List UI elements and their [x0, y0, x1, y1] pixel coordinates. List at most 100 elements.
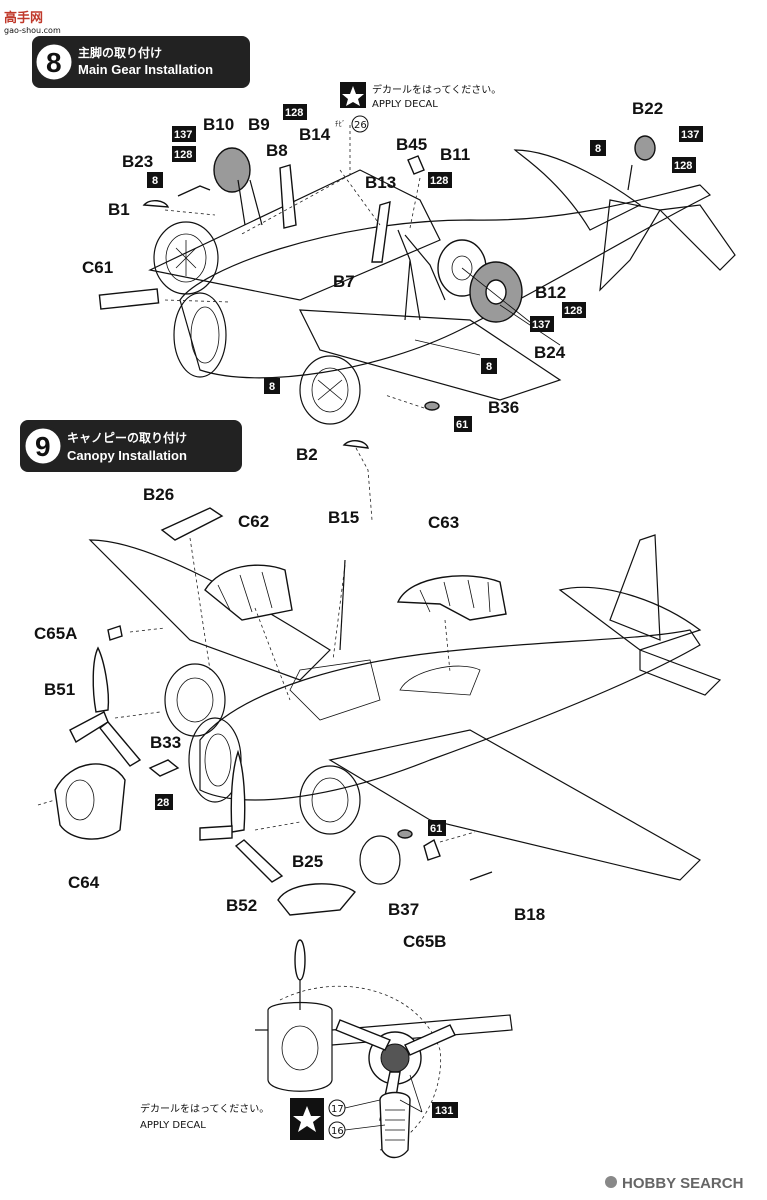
decal-number: 26: [354, 120, 367, 131]
label-c62: C62: [238, 512, 269, 531]
part-b37: [397, 829, 413, 839]
color-box: 61: [430, 823, 442, 835]
step9-banner: 9 キャノピーの取り付け Canopy Installation: [20, 420, 242, 472]
part-b33: [148, 759, 180, 777]
part-c65b: [423, 838, 441, 861]
step9-number-badge: [22, 425, 64, 467]
part-c62: [204, 564, 293, 621]
footer-watermark: HOBBY SEARCH: [605, 1175, 743, 1192]
watermark-logo: 高手网 gao-shou.com: [4, 10, 61, 35]
part-b26: [160, 507, 224, 541]
label-b51: B51: [44, 680, 75, 699]
step9-title-en: Canopy Installation: [67, 448, 187, 463]
part-c61: [98, 288, 160, 310]
color-box: 8: [152, 175, 158, 187]
decal-note-jp: デカールをはってください。: [372, 83, 501, 96]
label-c64: C64: [68, 873, 100, 892]
label-b15: B15: [328, 508, 359, 527]
label-b12: B12: [535, 283, 566, 302]
label-c63: C63: [428, 513, 459, 532]
footer-brand: HOBBY SEARCH: [622, 1175, 743, 1192]
watermark-domain: gao-shou.com: [4, 26, 61, 35]
step8-color-codes: 137 128 8 128 8 128 8 128 137 61 8 137 1…: [147, 104, 703, 432]
step8-number-badge: [33, 41, 75, 83]
step8-decal-marker: 26 ﾁﾋﾞ: [335, 115, 369, 133]
part-b36: [424, 401, 440, 411]
part-b23: [177, 185, 211, 197]
color-box: 8: [486, 361, 492, 373]
propeller-b51: [92, 646, 110, 713]
step9-aircraft-drawing: [37, 507, 722, 916]
part-c65a: [107, 625, 123, 641]
step8-title-jp: 主脚の取り付け: [78, 45, 162, 60]
part-b1: [142, 200, 170, 208]
wheel-b10: [213, 147, 251, 193]
label-b9: B9: [248, 115, 270, 134]
decal-note-jp-2: デカールをはってください。: [140, 1102, 269, 1115]
part-b25: [277, 883, 356, 916]
bottom-decal-note: デカールをはってください。 APPLY DECAL 17 16 131: [140, 1098, 458, 1140]
label-b13: B13: [365, 173, 396, 192]
part-b14: [279, 164, 297, 229]
decal-number-circle: [351, 115, 369, 133]
part-b2: [342, 440, 369, 449]
label-b10: B10: [203, 115, 234, 134]
decal-kana: ﾁﾋﾞ: [335, 120, 346, 128]
part-b15: [339, 559, 346, 651]
detail-view-drawing: [255, 939, 513, 1159]
label-b7: B7: [333, 272, 355, 291]
tail-wheel-b22: [634, 135, 656, 161]
label-b18: B18: [514, 905, 545, 924]
step8-number: 8: [46, 47, 62, 78]
label-c65a: C65A: [34, 624, 77, 643]
color-box: 137: [532, 319, 550, 331]
part-c63: [396, 575, 507, 621]
label-b25: B25: [292, 852, 323, 871]
color-box: 8: [269, 381, 275, 393]
label-b24: B24: [534, 343, 566, 362]
color-box: 8: [595, 143, 601, 155]
step8-banner: 8 主脚の取り付け Main Gear Installation: [32, 36, 250, 88]
label-b14: B14: [299, 125, 331, 144]
color-box-131: 131: [435, 1105, 453, 1117]
decal-number-17: 17: [331, 1104, 344, 1115]
label-b23: B23: [122, 152, 153, 171]
step8-decal-note: デカールをはってください。 APPLY DECAL: [340, 82, 501, 110]
step9-title-jp: キャノピーの取り付け: [67, 430, 187, 445]
step9-part-labels: B26 C62 B15 C63 C65A B51 B33 C64 B52 B25…: [34, 485, 545, 951]
label-b36: B36: [488, 398, 519, 417]
color-box: 61: [456, 419, 468, 431]
step9-number: 9: [35, 431, 51, 462]
label-b1: B1: [108, 200, 130, 219]
decal-star-icon-2: [293, 1106, 321, 1132]
color-box: 137: [174, 129, 192, 141]
step8-banner-bg: [32, 36, 250, 88]
step8-title-en: Main Gear Installation: [78, 62, 213, 77]
label-c65b: C65B: [403, 932, 446, 951]
decal-note-en: APPLY DECAL: [372, 99, 438, 110]
label-b37: B37: [388, 900, 419, 919]
label-b52: B52: [226, 896, 257, 915]
part-b13: [371, 201, 391, 263]
part-b45: [407, 155, 425, 175]
label-b45: B45: [396, 135, 427, 154]
color-box: 28: [157, 797, 169, 809]
step8-part-labels: B10 B9 B8 B14 B23 B1 C61 B45 B11 B13 B7 …: [82, 99, 663, 464]
color-box: 128: [564, 305, 582, 317]
decal-star-icon: [342, 86, 364, 106]
label-b11: B11: [440, 145, 470, 164]
step9-color-codes: 28 61: [155, 794, 446, 836]
label-b22: B22: [632, 99, 663, 118]
label-b2: B2: [296, 445, 318, 464]
decal-note-en-2: APPLY DECAL: [140, 1120, 206, 1131]
color-box: 128: [674, 160, 692, 172]
part-c64: [54, 763, 126, 840]
color-box: 128: [285, 107, 303, 119]
color-box: 128: [430, 175, 448, 187]
label-b8: B8: [266, 141, 288, 160]
label-b26: B26: [143, 485, 174, 504]
watermark-brand: 高手网: [4, 10, 43, 26]
label-c61: C61: [82, 258, 113, 277]
color-box: 128: [174, 149, 192, 161]
